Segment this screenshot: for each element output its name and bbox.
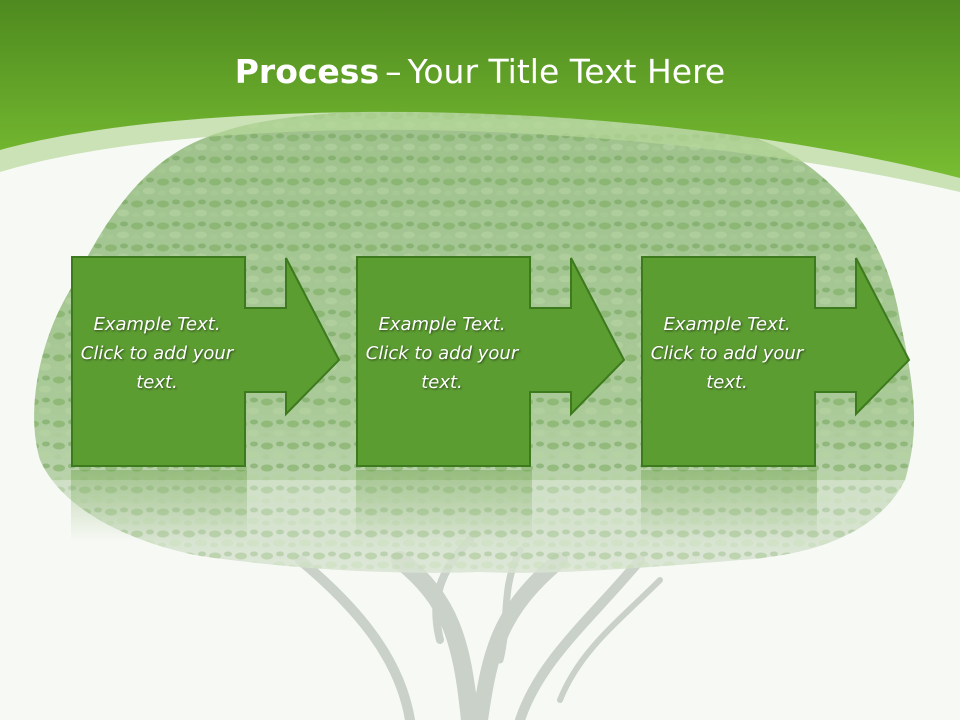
step-text[interactable]: Example Text. Click to add your text. [650,314,804,393]
step-text[interactable]: Example Text. Click to add your text. [365,314,519,393]
step-arrow-shape [356,256,626,467]
process-step-2[interactable]: Example Text. Click to add your text. [356,256,626,468]
step-text[interactable]: Example Text. Click to add your text. [80,314,234,393]
step-reflection [356,470,532,542]
title-rest: Your Title Text Here [407,52,726,91]
step-arrow-shape [641,256,911,467]
title-separator: – [385,52,402,91]
step-arrow-shape [71,256,341,467]
process-step-1[interactable]: Example Text. Click to add your text. [71,256,341,468]
title-bold: Process [234,52,380,91]
slide-title: Process–Your Title Text Here [0,52,960,91]
step-reflection [71,470,247,542]
header-band [0,0,960,192]
process-step-3[interactable]: Example Text. Click to add your text. [641,256,911,468]
step-reflection [641,470,817,542]
